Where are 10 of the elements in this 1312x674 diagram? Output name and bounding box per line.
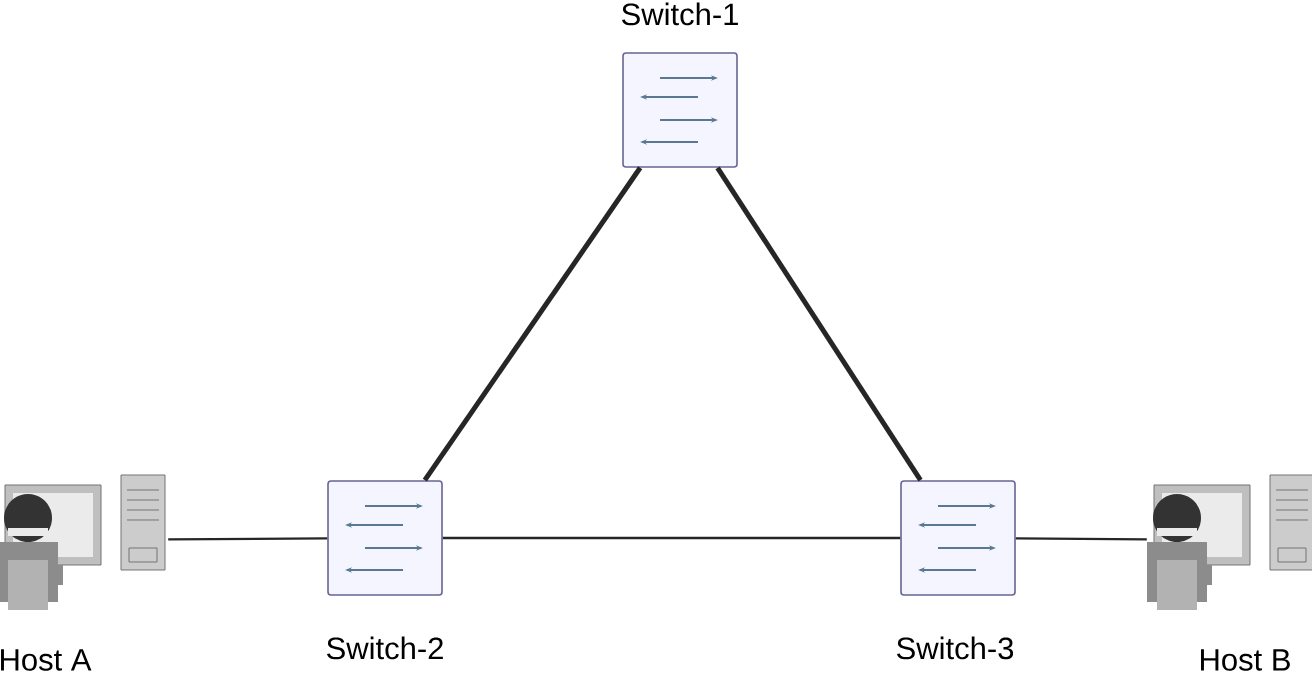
device-label: Switch-1 xyxy=(622,2,738,26)
device-label: Host A xyxy=(1,649,92,671)
connection-line xyxy=(168,537,328,541)
device-label: Switch-3 xyxy=(897,636,1014,660)
device-label: Host B xyxy=(1201,649,1290,671)
connection-line xyxy=(422,166,643,482)
connection-line xyxy=(1015,537,1147,541)
device-label: Switch-2 xyxy=(327,636,443,660)
connection-line xyxy=(442,536,901,540)
connection-line xyxy=(715,166,923,482)
